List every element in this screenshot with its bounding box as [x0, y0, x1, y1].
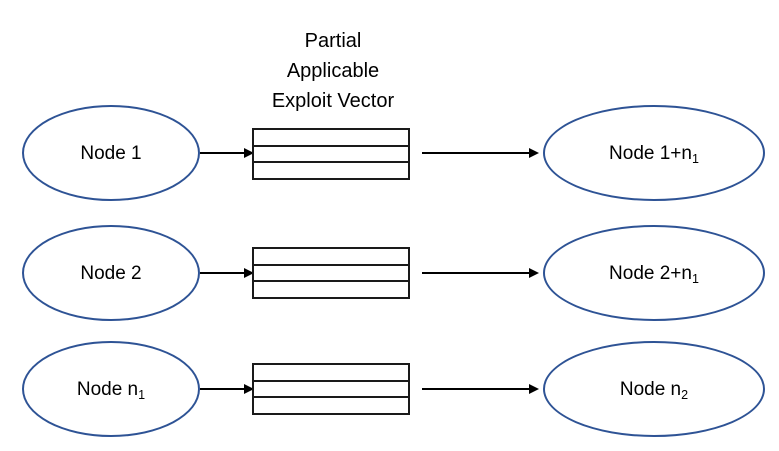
source-node-ellipse[interactable]: Node 1	[22, 105, 200, 201]
exploit-vector-cell	[254, 398, 408, 413]
target-node-subscript: 1	[691, 151, 699, 166]
target-node-subscript: 1	[691, 271, 699, 286]
source-node-ellipse[interactable]: Node n1	[22, 341, 200, 437]
target-node-label: Node 1+n1	[609, 142, 699, 166]
exploit-vector-cell	[254, 282, 408, 297]
source-node-ellipse[interactable]: Node 2	[22, 225, 200, 321]
exploit-vector-box[interactable]	[252, 128, 410, 180]
target-node-ellipse[interactable]: Node 2+n1	[543, 225, 765, 321]
exploit-vector-cell	[254, 365, 408, 382]
target-node-label: Node 2+n1	[609, 262, 699, 286]
arrow-vector-to-target	[422, 268, 539, 278]
arrow-source-to-vector	[200, 384, 254, 394]
target-node-subscript: 2	[681, 387, 689, 402]
exploit-vector-cell	[254, 147, 408, 164]
diagram-row: Node n1 Node n2	[0, 341, 779, 437]
title-line-3: Exploit Vector	[271, 90, 395, 112]
arrow-source-to-vector	[200, 148, 254, 158]
diagram-row: Node 2 Node 2+n1	[0, 225, 779, 321]
exploit-vector-cell	[254, 249, 408, 266]
source-node-label: Node 2	[80, 262, 142, 284]
target-node-label: Node n2	[619, 378, 689, 402]
target-node-ellipse[interactable]: Node 1+n1	[543, 105, 765, 201]
exploit-vector-box[interactable]	[252, 247, 410, 299]
title-line-2: Applicable	[286, 60, 380, 82]
arrow-vector-to-target	[422, 384, 539, 394]
arrow-vector-to-target	[422, 148, 539, 158]
exploit-vector-cell	[254, 382, 408, 399]
source-node-label: Node n1	[76, 378, 146, 402]
diagram-title: Partial Applicable Exploit Vector	[233, 26, 433, 116]
title-line-1: Partial	[304, 30, 362, 52]
exploit-vector-cell	[254, 163, 408, 178]
exploit-vector-box[interactable]	[252, 363, 410, 415]
source-node-label: Node 1	[80, 142, 142, 164]
target-node-ellipse[interactable]: Node n2	[543, 341, 765, 437]
arrow-source-to-vector	[200, 268, 254, 278]
diagram-row: Node 1 Node 1+n1	[0, 105, 779, 201]
exploit-vector-cell	[254, 130, 408, 147]
source-node-subscript: 1	[138, 387, 146, 402]
exploit-vector-cell	[254, 266, 408, 283]
